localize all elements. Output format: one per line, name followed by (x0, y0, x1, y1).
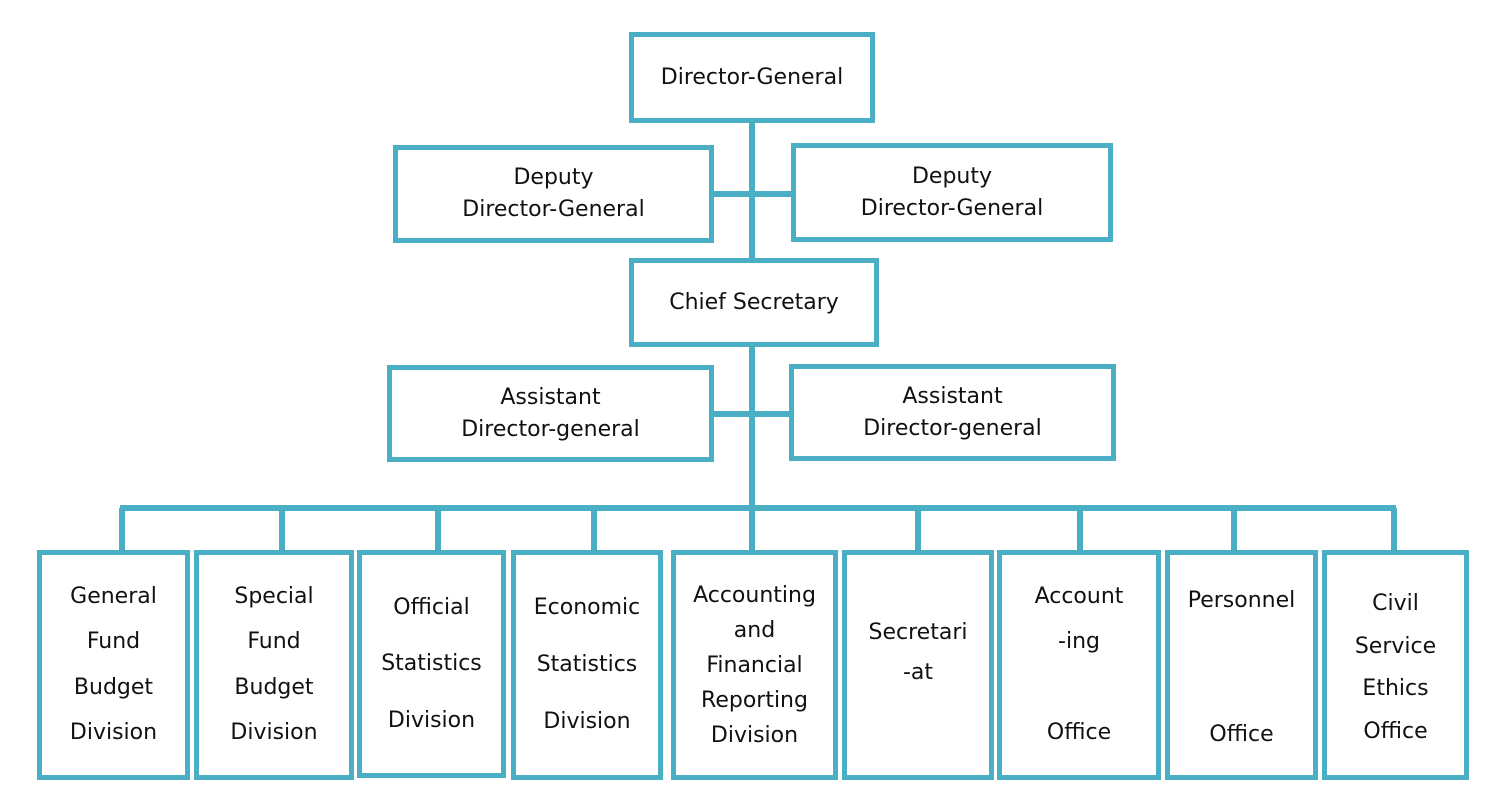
division-line: -ing (1058, 629, 1100, 655)
division-secretariat: Secretari -at (842, 550, 994, 780)
assistant-right-line-1: Assistant (902, 383, 1003, 409)
division-economic-statistics: Economic Statistics Division (511, 550, 663, 780)
division-line: Special (234, 583, 314, 609)
assistant-director-general-right-box: Assistant Director-general (789, 364, 1116, 461)
deputy-right-line-2: Director-General (860, 195, 1044, 221)
division-accounting-office: Account -ing Office (997, 550, 1161, 780)
division-line: Reporting (701, 688, 808, 713)
division-accounting-financial-reporting: Accounting and Financial Reporting Divis… (671, 550, 838, 780)
division-line: Personnel (1187, 588, 1296, 613)
division-line: Ethics (1362, 676, 1429, 702)
division-personnel-office: Personnel Office (1165, 550, 1318, 780)
division-line: -at (902, 660, 934, 685)
division-line: Division (710, 723, 799, 748)
division-line: Economic (533, 595, 641, 620)
assistant-left-line-1: Assistant (500, 384, 601, 410)
assistant-director-general-left-box: Assistant Director-general (387, 365, 714, 462)
deputy-director-general-left-box: Deputy Director-General (393, 145, 714, 243)
division-line: Fund (86, 629, 141, 655)
deputy-right-line-1: Deputy (911, 163, 993, 189)
division-line: Statistics (536, 652, 638, 677)
division-line: Secretari (868, 620, 968, 645)
division-line: Service (1354, 633, 1437, 659)
division-line: Fund (247, 629, 301, 655)
division-line: Division (543, 709, 631, 734)
division-civil-service-ethics-office: Civil Service Ethics Office (1322, 550, 1469, 780)
division-line: Budget (73, 674, 154, 700)
division-line: Office (1046, 720, 1112, 746)
division-official-statistics: Official Statistics Division (357, 550, 506, 778)
chief-secretary-box: Chief Secretary (629, 258, 879, 347)
deputy-director-general-right-box: Deputy Director-General (791, 143, 1113, 242)
division-line: Division (387, 707, 476, 733)
division-line: Budget (234, 674, 314, 700)
division-line: Division (230, 720, 318, 746)
director-general-box: Director-General (629, 32, 875, 123)
division-line: Civil (1372, 590, 1419, 616)
deputy-left-line-2: Director-General (462, 197, 645, 222)
division-line: and (733, 618, 776, 643)
assistant-left-line-2: Director-general (461, 416, 640, 442)
division-line: Official (393, 594, 470, 620)
division-line: Office (1209, 722, 1274, 747)
division-line: Financial (706, 653, 803, 678)
division-general-fund-budget: General Fund Budget Division (37, 550, 190, 780)
division-line: Office (1363, 719, 1428, 745)
division-special-fund-budget: Special Fund Budget Division (194, 550, 354, 780)
division-line: General (70, 583, 157, 609)
deputy-left-line-1: Deputy (513, 165, 594, 190)
division-line: Account (1034, 583, 1124, 609)
assistant-right-line-2: Director-general (863, 415, 1042, 441)
division-line: Statistics (381, 651, 482, 676)
division-line: Division (69, 720, 158, 746)
division-line: Accounting (693, 583, 816, 608)
director-general-label: Director-General (660, 64, 844, 90)
chief-secretary-label: Chief Secretary (669, 289, 839, 315)
